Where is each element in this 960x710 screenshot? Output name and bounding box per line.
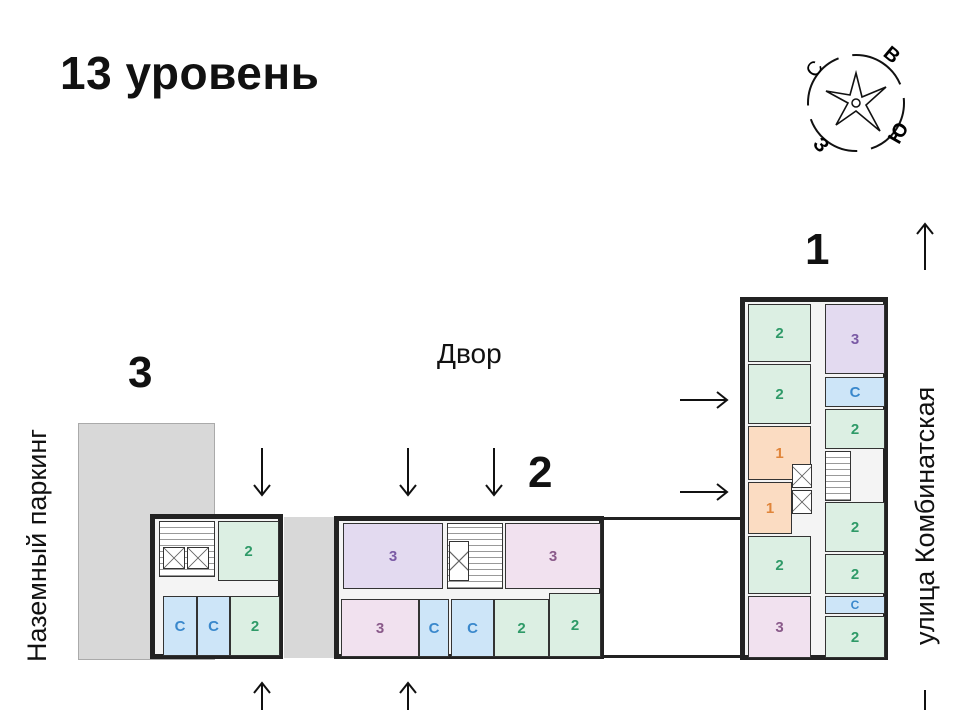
apartment-2room[interactable]: 2 <box>218 521 279 581</box>
section-2-number: 2 <box>528 448 553 497</box>
apartment-1room[interactable]: 1 <box>748 482 792 534</box>
apartment-2room[interactable]: 2 <box>825 616 885 658</box>
section-1-building: 2 2 1 1 2 3 3 С 2 2 2 С 2 <box>740 297 888 660</box>
apartment-2room[interactable]: 2 <box>825 502 885 552</box>
apartment-2room[interactable]: 2 <box>748 536 811 594</box>
apartment-studio[interactable]: С <box>197 596 230 656</box>
yard-label: Двор <box>437 338 502 369</box>
section-1-number: 1 <box>805 225 830 274</box>
section-2-building: 3 3 3 С С 2 2 <box>334 516 604 659</box>
elevator <box>187 547 209 569</box>
compass-icon <box>807 54 905 152</box>
arrow-down-icon <box>399 448 417 497</box>
apartment-studio[interactable]: С <box>419 599 449 657</box>
arch-passage <box>603 517 743 658</box>
arrow-down-icon <box>253 448 271 497</box>
apartment-2room[interactable]: 2 <box>230 596 280 656</box>
apartment-studio[interactable]: С <box>163 596 197 656</box>
apartment-2room[interactable]: 2 <box>748 304 811 362</box>
apartment-studio[interactable]: С <box>825 596 885 614</box>
apartment-studio[interactable]: С <box>451 599 494 657</box>
arrow-up-icon <box>253 681 271 710</box>
apartment-2room[interactable]: 2 <box>825 554 885 594</box>
elevator <box>792 464 812 488</box>
apartment-3room[interactable]: 3 <box>748 596 811 658</box>
apartment-3room[interactable]: 3 <box>341 599 419 657</box>
arrow-right-icon <box>680 391 729 409</box>
arrow-down-icon <box>485 448 503 497</box>
arrow-right-icon <box>680 483 729 501</box>
arrow-up-icon <box>916 222 934 270</box>
apartment-2room[interactable]: 2 <box>494 599 549 657</box>
apartment-2room[interactable]: 2 <box>549 593 601 657</box>
apartment-2room[interactable]: 2 <box>748 364 811 424</box>
section-3-building: 2 С С 2 <box>150 514 283 659</box>
page-title: 13 уровень <box>60 47 320 99</box>
apartment-studio[interactable]: С <box>825 377 885 407</box>
apartment-3room[interactable]: 3 <box>825 304 885 374</box>
elevator <box>792 490 812 514</box>
apartment-2room[interactable]: 2 <box>825 409 885 449</box>
elevator <box>163 547 185 569</box>
apartment-3room[interactable]: 3 <box>505 523 601 589</box>
arrow-up-icon <box>399 681 417 710</box>
section-3-number: 3 <box>128 348 153 397</box>
apartment-3room[interactable]: 3 <box>343 523 443 589</box>
passage-area <box>284 517 334 658</box>
elevator <box>449 541 469 581</box>
stairwell <box>825 451 851 501</box>
